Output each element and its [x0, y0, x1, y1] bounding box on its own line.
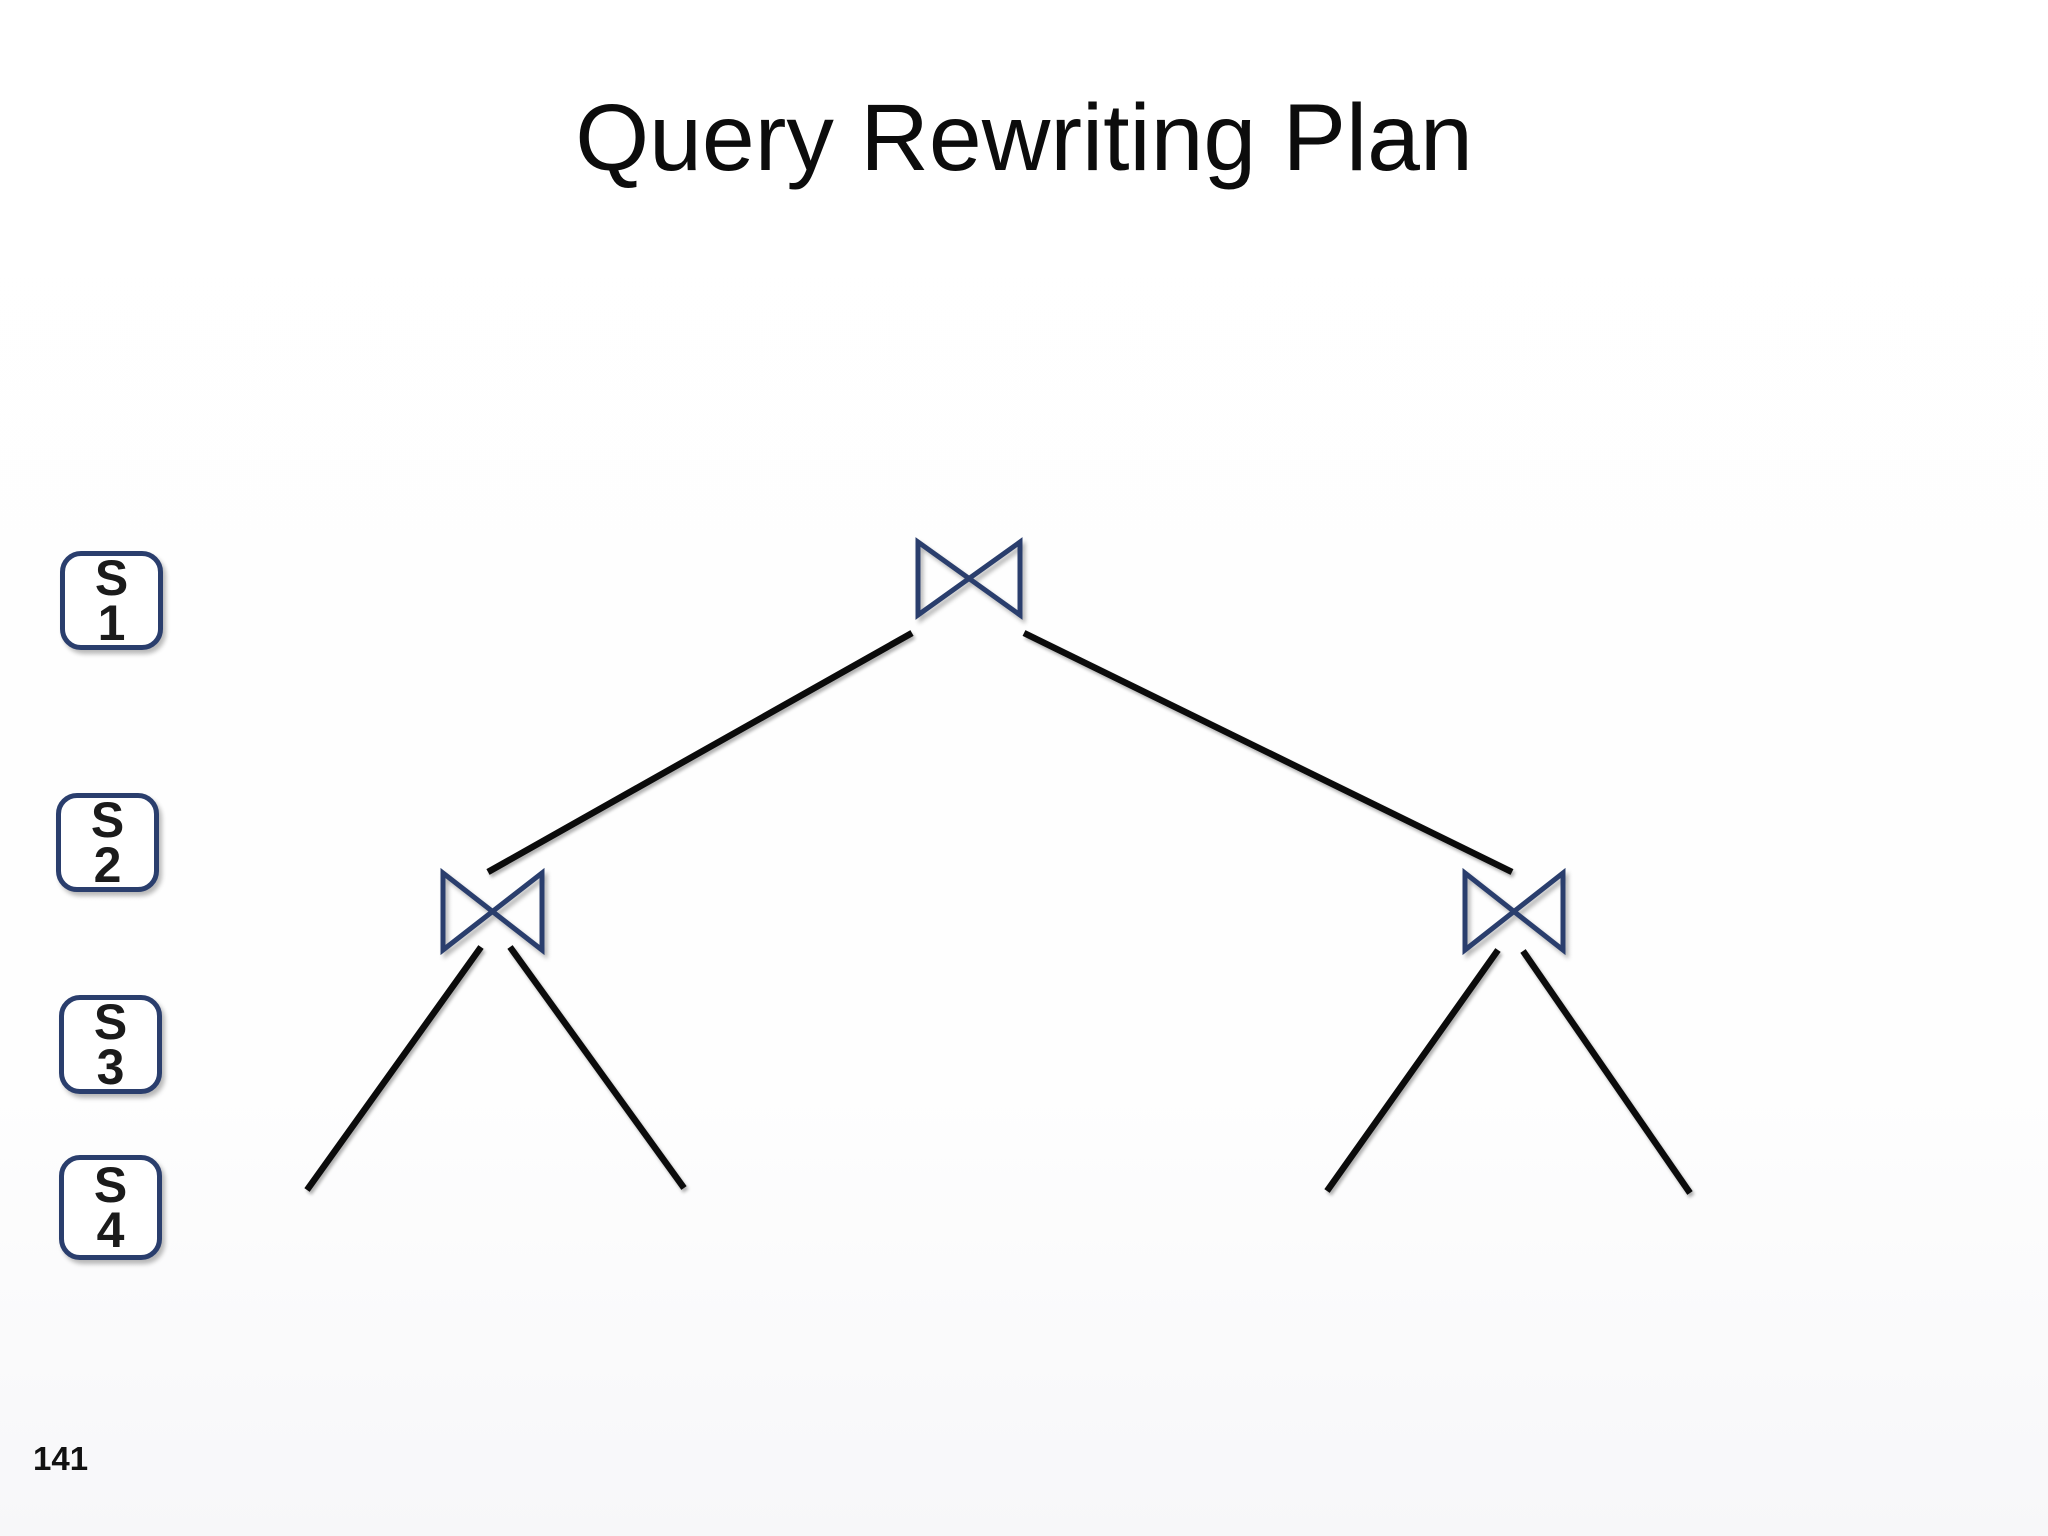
- source-box-s1: S 1: [60, 551, 163, 650]
- join-operator-icon-left: [440, 867, 545, 956]
- slide-title: Query Rewriting Plan: [575, 85, 1473, 191]
- source-box-s1-number: 1: [97, 594, 126, 651]
- source-box-s3-letter: S: [93, 993, 128, 1050]
- source-box-s2-letter: S: [90, 791, 125, 848]
- page-number: 141: [33, 1440, 89, 1477]
- join-operator-icon-right: [1462, 867, 1566, 956]
- source-box-s3: S 3: [59, 995, 162, 1094]
- source-box-s3-number: 3: [96, 1038, 125, 1095]
- tree-edge-left-join-right-leaf: [507, 945, 687, 1190]
- join-operator-icon-root: [915, 537, 1023, 620]
- tree-edge-right-join-right-leaf: [1520, 949, 1693, 1195]
- tree-edge-left-join-left-leaf: [304, 945, 484, 1192]
- source-box-s2: S 2: [56, 793, 159, 892]
- source-box-s2-number: 2: [93, 836, 122, 893]
- source-box-s4-number: 4: [96, 1201, 125, 1258]
- source-box-s4-letter: S: [93, 1156, 128, 1213]
- tree-edge-root-to-left-join: [486, 630, 914, 875]
- tree-edge-right-join-left-leaf: [1324, 948, 1501, 1193]
- source-box-s1-letter: S: [94, 549, 129, 606]
- source-box-s4: S 4: [59, 1155, 162, 1260]
- tree-edge-root-to-right-join: [1022, 630, 1514, 875]
